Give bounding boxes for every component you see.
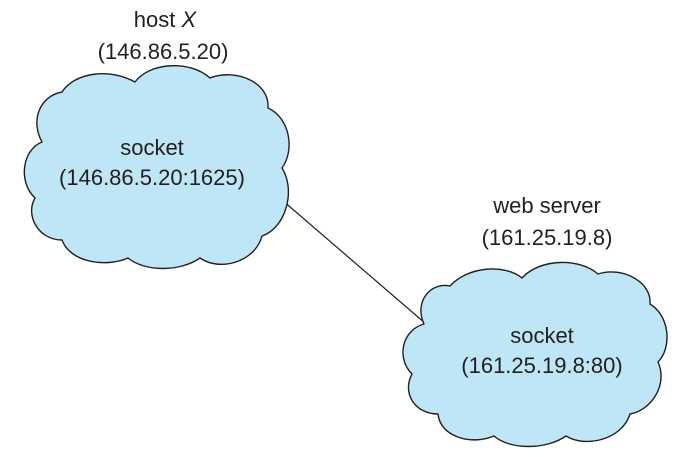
host-socket-label: socket	[120, 135, 184, 160]
server-title: web server	[492, 193, 601, 218]
server-socket-label: socket	[510, 323, 574, 348]
host-title-variable: X	[181, 7, 198, 32]
connection-line	[281, 199, 441, 337]
host-socket-cloud	[23, 65, 290, 270]
host-title-prefix: host	[134, 7, 182, 32]
host-address: (146.86.5.20)	[98, 39, 229, 64]
server-socket-cloud	[402, 261, 668, 448]
server-address: (161.25.19.8)	[482, 225, 613, 250]
host-socket-address: (146.86.5.20:1625)	[59, 165, 245, 190]
server-socket-address: (161.25.19.8:80)	[461, 353, 622, 378]
host-title: host X	[134, 7, 198, 32]
